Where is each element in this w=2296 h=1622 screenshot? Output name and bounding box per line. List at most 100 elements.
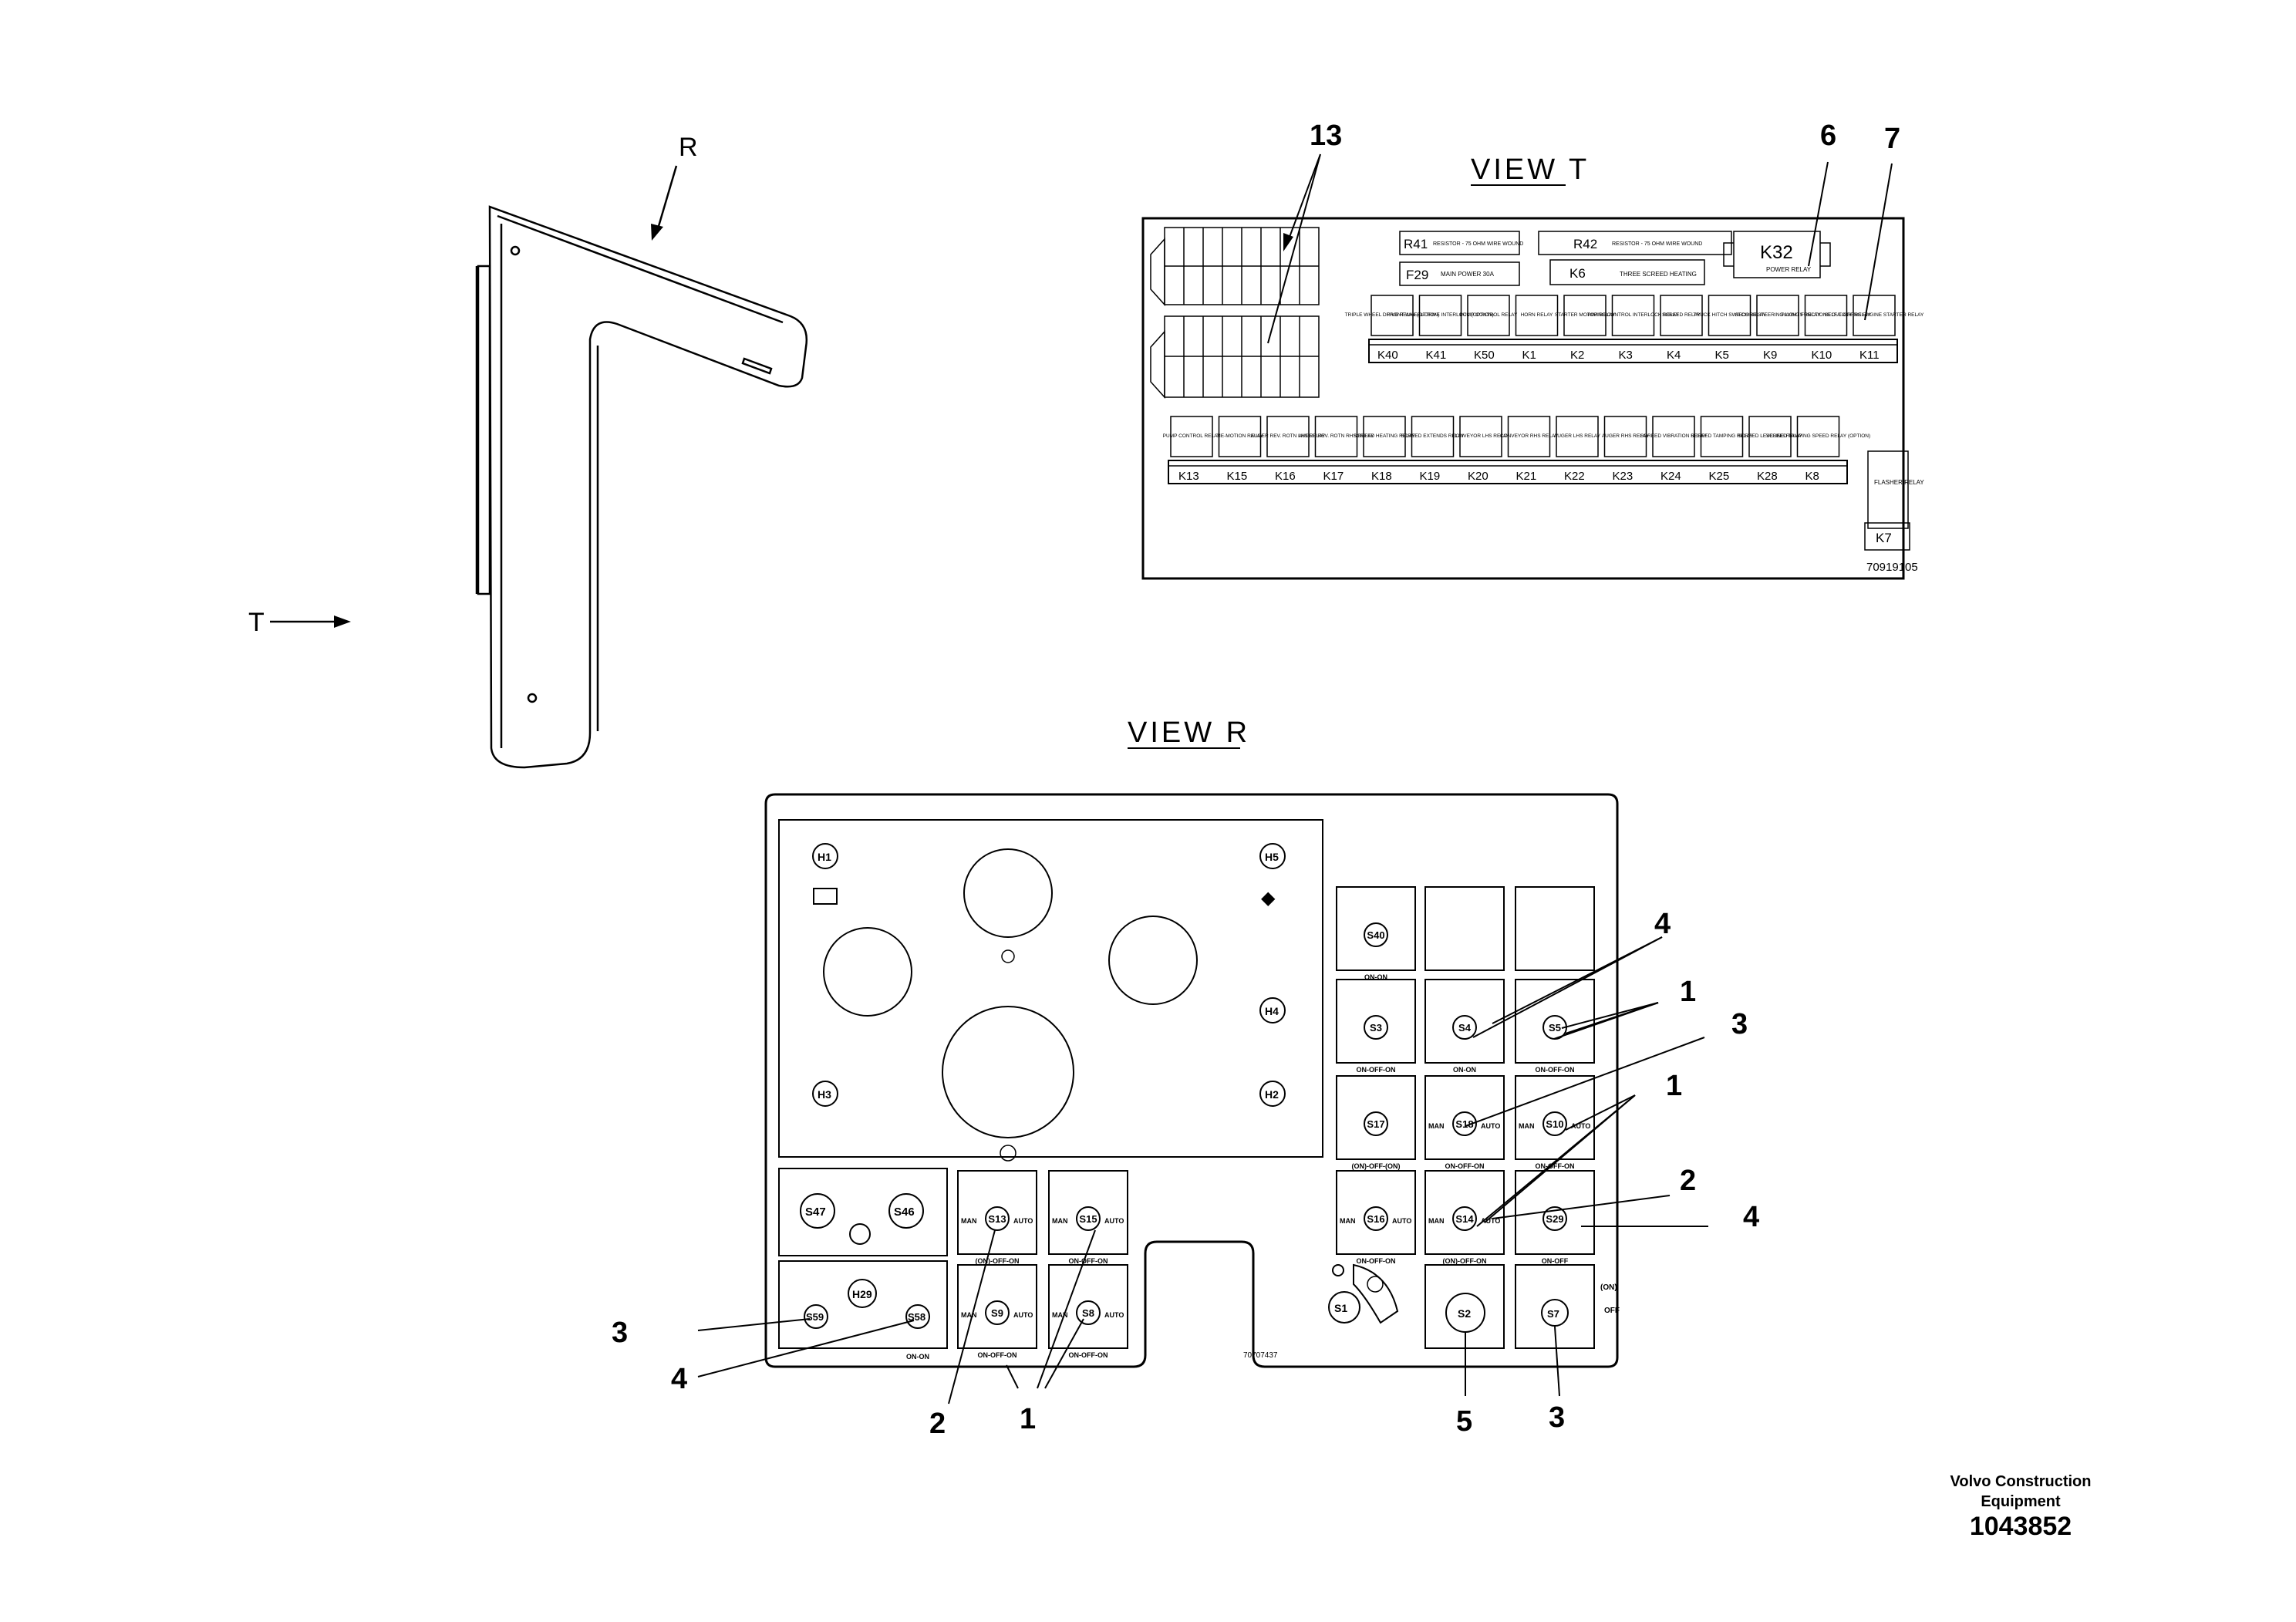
switch-mode: ON-OFF-ON [1069, 1351, 1108, 1359]
relay-label: K8 [1805, 470, 1819, 483]
svg-text:K32: K32 [1760, 242, 1793, 263]
svg-text:H4: H4 [1265, 1005, 1279, 1017]
switch-knob[interactable] [1364, 1015, 1388, 1040]
auto-label: AUTO [1481, 1122, 1500, 1130]
switch-knob[interactable] [1452, 1111, 1477, 1136]
auto-label: AUTO [1104, 1217, 1124, 1225]
switch-knob[interactable] [985, 1206, 1010, 1231]
indicator-h5: H5 ◆ [1259, 843, 1286, 909]
relay-label: K19 [1420, 470, 1441, 483]
switch-knob[interactable] [1364, 1206, 1388, 1231]
switch-knob[interactable] [1542, 1111, 1567, 1136]
switch-label: S18 [1455, 1118, 1473, 1130]
gauge-cluster [778, 819, 1323, 1158]
svg-text:S2: S2 [1458, 1307, 1471, 1320]
svg-text:K7: K7 [1876, 531, 1892, 545]
man-label: MAN [1052, 1217, 1068, 1225]
switch-label: S16 [1367, 1213, 1384, 1225]
switch-knob[interactable] [1364, 922, 1388, 947]
gear-icon [849, 1223, 871, 1245]
relay-label: K25 [1709, 470, 1730, 483]
callout-7: 7 [1884, 123, 1900, 155]
relay-label: K21 [1516, 470, 1537, 483]
company-line-1: Volvo Construction [1950, 1473, 2092, 1490]
switch-mode: (ON)-OFF-(ON) [1352, 1162, 1401, 1170]
steering-switch-s7: S7 (ON) OFF [1515, 1264, 1620, 1349]
switch-knob[interactable] [1452, 1206, 1477, 1231]
view-t-arrow-label: T [248, 608, 265, 637]
svg-text:THREE SCREED HEATING: THREE SCREED HEATING [1620, 271, 1697, 278]
relay-description: SELF-LOCKING ENGINE STARTER RELAY [1825, 312, 1924, 318]
switch-mode: ON-OFF-ON [1357, 1257, 1396, 1265]
relay-label: K4 [1667, 349, 1681, 362]
relay-label: K1 [1522, 349, 1536, 362]
switch-knob[interactable] [1542, 1206, 1567, 1231]
relay-description: AUGER LHS RELAY [1554, 433, 1601, 439]
view-r-arrow-label: R [679, 133, 698, 162]
relay-box [1411, 416, 1455, 457]
callout-r1b: 1 [1666, 1070, 1682, 1102]
svg-text:OFF: OFF [1604, 1307, 1620, 1315]
man-label: MAN [961, 1311, 977, 1319]
relay-label: K10 [1812, 349, 1832, 362]
man-label: MAN [1428, 1217, 1445, 1225]
svg-text:S1: S1 [1334, 1302, 1347, 1314]
switch-mode: ON-ON [1364, 973, 1387, 981]
relay-description: TIE-MOTION RELAY [1216, 433, 1264, 439]
auto-label: AUTO [1392, 1217, 1411, 1225]
relay-label: K9 [1763, 349, 1777, 362]
switch-knob[interactable] [1076, 1300, 1101, 1325]
relay-description: SECOND STEERING LIGHTS RELAY [1735, 312, 1821, 318]
switch-module-s17[interactable]: S17(ON)-OFF-(ON) [1336, 1075, 1416, 1170]
switch-label: S8 [1082, 1307, 1094, 1319]
relay-label: K41 [1426, 349, 1447, 362]
relay-box [1556, 416, 1599, 457]
switch-module-s47-s46: S47 S46 [778, 1168, 948, 1256]
switch-label: S10 [1546, 1118, 1563, 1130]
callout-r2a: 2 [1680, 1165, 1696, 1197]
relay-box [1700, 416, 1744, 457]
relay-box [1507, 416, 1551, 457]
svg-text:R42: R42 [1573, 237, 1597, 251]
switch-knob[interactable] [1452, 1015, 1477, 1040]
switch-knob[interactable] [1076, 1206, 1101, 1231]
relay-box [1371, 295, 1414, 336]
relay-description: SCREED RELAY [1662, 312, 1701, 318]
oil-pressure-icon [1000, 1145, 1017, 1162]
switch-label: S3 [1370, 1022, 1382, 1034]
switch-knob[interactable] [985, 1300, 1010, 1325]
man-label: MAN [1428, 1122, 1445, 1130]
relay-box [1652, 416, 1695, 457]
callout-b1: 1 [1020, 1403, 1036, 1435]
resistor-r42: R42 RESISTOR - 75 OHM WIRE WOUND [1538, 231, 1732, 255]
view-t-part-code: 70919105 [1866, 561, 1918, 574]
switch-mode: ON-ON [1453, 1066, 1476, 1074]
relay-box [1515, 295, 1559, 336]
gauge-center [942, 1006, 1074, 1138]
relay-label: K40 [1377, 349, 1398, 362]
bracket-side-view [475, 205, 808, 769]
svg-text:S59: S59 [806, 1311, 824, 1323]
switch-knob[interactable] [1364, 1111, 1388, 1136]
relay-label: K22 [1564, 470, 1585, 483]
switch-mode: ON-OFF-ON [1536, 1162, 1575, 1170]
svg-text:FLASHER RELAY: FLASHER RELAY [1874, 479, 1924, 486]
auto-label: AUTO [1571, 1122, 1590, 1130]
relay-description: SCREED TAMPING SPEED RELAY (OPTION) [1766, 433, 1870, 439]
relay-description: AUGER RHS RELAY [1602, 433, 1650, 439]
svg-text:S46: S46 [894, 1206, 915, 1219]
company-name: Volvo Construction Equipment [1920, 1472, 2121, 1512]
